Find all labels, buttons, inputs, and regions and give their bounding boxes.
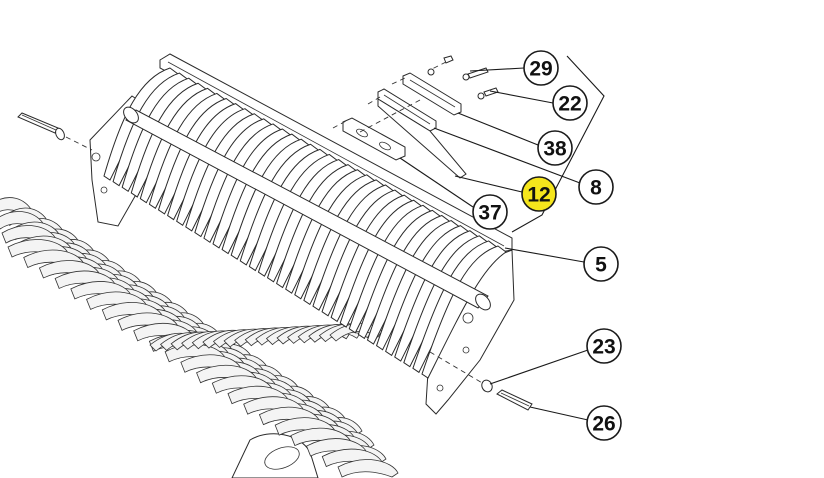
callout-12-label: 12 [527, 184, 550, 207]
callout-37-label: 37 [478, 202, 501, 225]
callout-8-label: 8 [590, 177, 602, 200]
comb-frame [89, 53, 515, 415]
leader-lines [399, 55, 605, 421]
callout-22[interactable]: 22 [552, 85, 588, 121]
callout-labels: 29 22 38 8 12 37 5 23 [472, 50, 622, 441]
callout-23[interactable]: 23 [586, 328, 622, 364]
callout-5-label: 5 [595, 254, 607, 277]
callout-38[interactable]: 38 [537, 130, 573, 166]
callout-29[interactable]: 29 [523, 50, 559, 86]
right-bolt-hardware [429, 351, 533, 411]
callout-22-label: 22 [558, 93, 581, 116]
callout-12[interactable]: 12 [521, 176, 557, 212]
callout-5[interactable]: 5 [583, 246, 619, 282]
callout-26-label: 26 [592, 413, 615, 436]
callout-26[interactable]: 26 [586, 405, 622, 441]
callout-23-label: 23 [592, 336, 615, 359]
callout-29-label: 29 [529, 58, 552, 81]
rotor-assembly [0, 197, 399, 478]
callout-37[interactable]: 37 [472, 194, 508, 230]
left-bolt-hardware [17, 112, 93, 151]
top-plate-hardware [332, 55, 499, 179]
callout-38-label: 38 [543, 138, 567, 161]
callout-8[interactable]: 8 [578, 169, 614, 205]
